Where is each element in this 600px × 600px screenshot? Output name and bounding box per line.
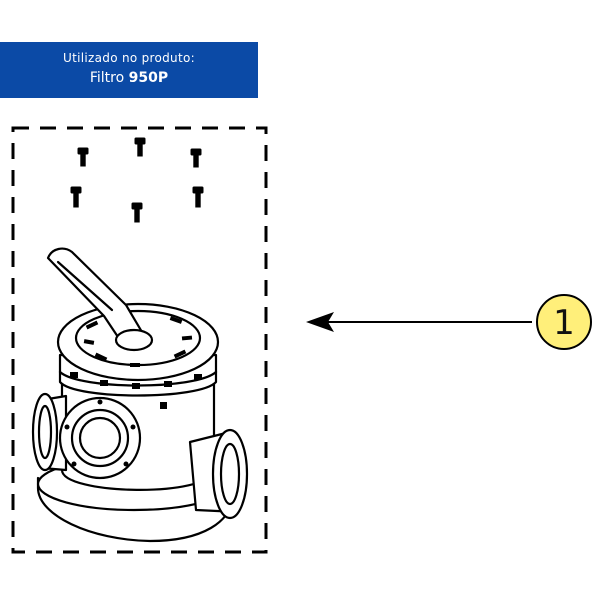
valve-handle-grip [56, 260, 114, 312]
screw-icon [77, 147, 89, 167]
callout-arrow-head [306, 312, 334, 332]
screws-group [70, 137, 204, 223]
callout-pointer [306, 312, 532, 332]
valve-right-flange-inner [219, 442, 241, 506]
product-banner: Utilizado no produto: Filtro 950P [0, 42, 258, 98]
valve-handle-hub [114, 328, 154, 352]
callout-circle [536, 294, 592, 350]
callout-badge: 1 [536, 294, 592, 350]
banner-product-name: Filtro 950P [0, 68, 258, 88]
valve-front-port-inner [78, 416, 122, 460]
valve-cover-markings [83, 316, 193, 367]
valve-left-flange-inner [37, 404, 53, 460]
banner-product-model: 950P [128, 70, 169, 86]
screw-icon [134, 137, 146, 157]
valve-front-bolts [64, 399, 136, 467]
screw-icon [70, 186, 82, 208]
banner-product-prefix: Filtro [89, 70, 125, 86]
banner-used-in-label: Utilizado no produto: [63, 51, 195, 65]
valve-collar-tabs [70, 372, 202, 409]
screw-icon [131, 202, 143, 223]
screw-icon [190, 148, 202, 168]
multiport-valve-icon [31, 247, 249, 543]
callout-number: 1 [553, 303, 575, 343]
screw-icon [192, 186, 204, 208]
part-group-boundary [11, 126, 268, 554]
